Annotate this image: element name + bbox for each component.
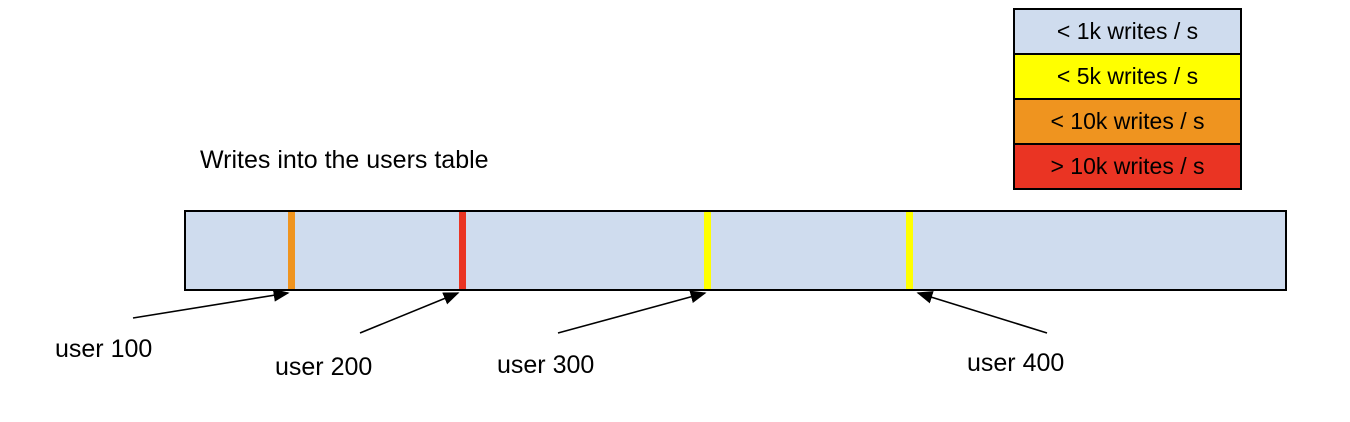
legend-label-gt-10k: > 10k writes / s (1050, 153, 1205, 179)
write-hotspot-marker-user-100 (288, 212, 295, 289)
write-hotspot-marker-user-400 (906, 212, 913, 289)
legend-row-gt-10k: > 10k writes / s (1013, 143, 1242, 190)
callout-user-100: user 100 (55, 335, 153, 363)
users-table-bar (184, 210, 1287, 291)
write-hotspot-marker-user-200 (459, 212, 466, 289)
legend: < 1k writes / s < 5k writes / s < 10k wr… (1013, 8, 1242, 190)
legend-row-lt-1k: < 1k writes / s (1013, 8, 1242, 55)
legend-row-lt-5k: < 5k writes / s (1013, 53, 1242, 100)
legend-label-lt-5k: < 5k writes / s (1056, 63, 1199, 89)
legend-label-lt-1k: < 1k writes / s (1056, 18, 1199, 44)
callout-user-200: user 200 (275, 353, 373, 381)
legend-label-lt-10k: < 10k writes / s (1050, 108, 1205, 134)
arrow-user-100 (132, 288, 290, 319)
diagram-title: Writes into the users table (200, 146, 489, 174)
arrow-user-200 (359, 292, 460, 334)
callout-user-300: user 300 (497, 351, 595, 379)
callout-user-400: user 400 (967, 349, 1065, 377)
legend-row-lt-10k: < 10k writes / s (1013, 98, 1242, 145)
arrow-user-400 (916, 291, 1048, 334)
arrow-user-300 (557, 290, 707, 334)
write-hotspot-marker-user-300 (704, 212, 711, 289)
